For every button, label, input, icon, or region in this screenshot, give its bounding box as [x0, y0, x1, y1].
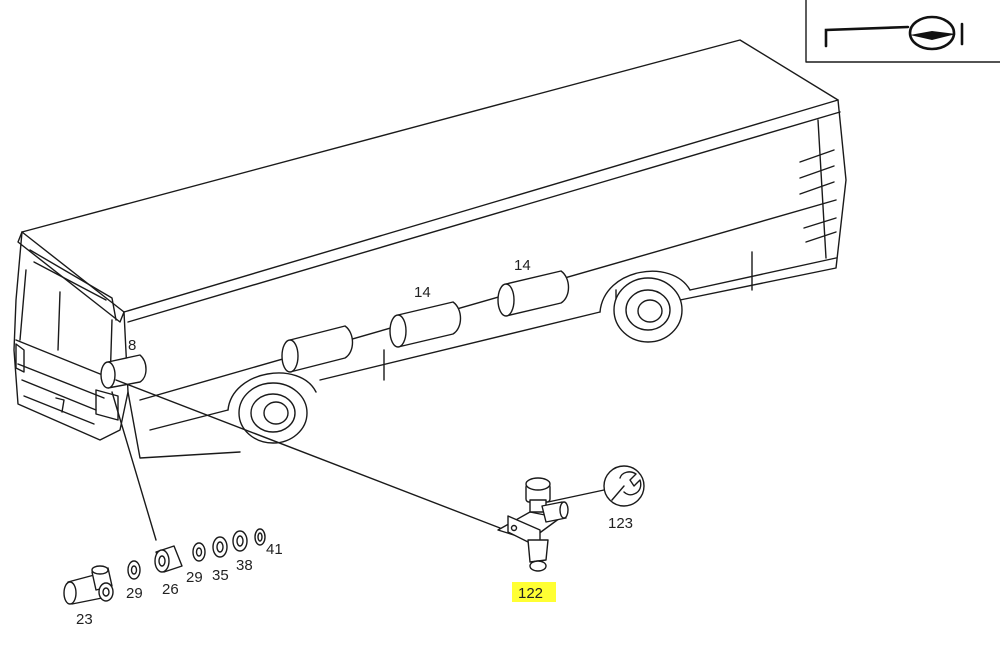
label-part-26[interactable]: 26 — [162, 581, 179, 598]
valve-part-122[interactable] — [497, 477, 569, 572]
label-part-35[interactable]: 35 — [212, 567, 229, 584]
fitting-23[interactable] — [63, 565, 114, 605]
leader-line-fittings — [111, 391, 157, 541]
label-part-29a[interactable]: 29 — [126, 585, 143, 602]
wrench-icon[interactable] — [603, 465, 645, 507]
bus-illustration — [13, 39, 847, 459]
label-part-38[interactable]: 38 — [236, 557, 253, 574]
label-part-29b[interactable]: 29 — [186, 569, 203, 586]
label-part-14b[interactable]: 14 — [514, 257, 531, 274]
ring-38[interactable] — [232, 530, 248, 552]
cylinder-part-8 — [100, 354, 147, 389]
label-part-8[interactable]: 8 — [128, 337, 136, 354]
corner-symbol-box — [805, 0, 1000, 63]
washer-29b[interactable] — [192, 542, 206, 562]
cylinder-part-b — [389, 301, 462, 348]
ring-41[interactable] — [254, 528, 266, 546]
leader-line-123 — [547, 489, 605, 503]
ring-35[interactable] — [212, 536, 228, 558]
cylinder-part-c — [497, 270, 570, 317]
steering-wheel-icon — [824, 15, 964, 51]
label-part-122[interactable]: 122 — [518, 585, 543, 602]
label-part-14a[interactable]: 14 — [414, 284, 431, 301]
cylinder-part-a — [281, 325, 354, 373]
highlight-122 — [512, 582, 556, 602]
label-part-23[interactable]: 23 — [76, 611, 93, 628]
washer-29a[interactable] — [127, 560, 141, 580]
label-part-41[interactable]: 41 — [266, 541, 283, 558]
nut-26[interactable] — [154, 545, 183, 573]
label-part-123[interactable]: 123 — [608, 515, 633, 532]
leader-line-122 — [115, 379, 501, 529]
